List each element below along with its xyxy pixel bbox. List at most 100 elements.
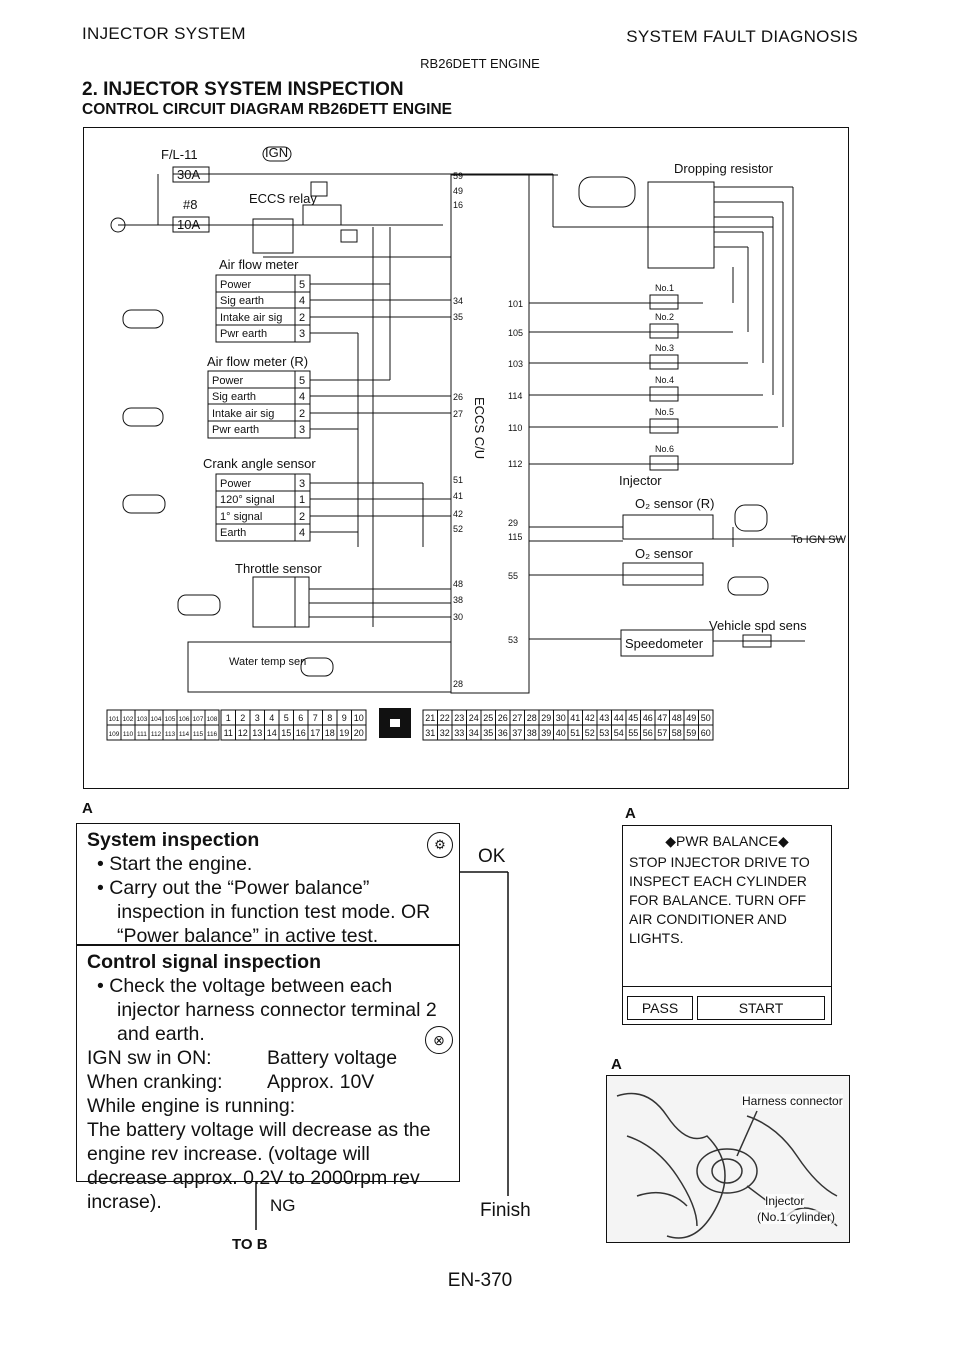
connector-pin: 37 xyxy=(512,728,522,738)
connector-pin: 38 xyxy=(527,728,537,738)
connector-pin: 104 xyxy=(151,716,162,723)
connector-pin: 55 xyxy=(628,728,638,738)
crank-row: 1° signal xyxy=(220,511,262,523)
afm2-pin: 5 xyxy=(299,375,305,387)
ecu-pin: 51 xyxy=(453,475,463,485)
afm2-row: Pwr earth xyxy=(212,424,259,436)
cylinder-label: (No.1 cylinder) xyxy=(757,1210,836,1224)
control-circuit-diagram: F/L-11 IGN 30A #8 10A ECCS relay Air flo… xyxy=(106,145,847,741)
connector-pin: 34 xyxy=(469,728,479,738)
connector-cell xyxy=(204,724,220,741)
fl-label: F/L-11 xyxy=(161,147,198,162)
ecu-pin: 52 xyxy=(453,524,463,534)
ecu-pin: 42 xyxy=(453,509,463,519)
connector-pin: 33 xyxy=(454,728,464,738)
connector-pin: 103 xyxy=(137,716,148,723)
connector-pin: 111 xyxy=(137,731,147,738)
connector-pin: 3 xyxy=(255,713,260,723)
multimeter-icon: ⊗ xyxy=(425,1026,453,1054)
afm2-row: Intake air sig xyxy=(212,408,274,420)
connector-pin: 7 xyxy=(313,713,318,723)
connector-pin: 56 xyxy=(643,728,653,738)
throttle-title: Throttle sensor xyxy=(235,561,322,576)
connector-pin: 52 xyxy=(585,728,595,738)
ecu-pin: 38 xyxy=(453,595,463,605)
pass-button[interactable]: PASS xyxy=(627,996,693,1020)
crank-row: 120° signal xyxy=(220,494,275,506)
connector-cell xyxy=(698,724,714,741)
o2r-label: O₂ sensor (R) xyxy=(635,496,714,511)
injector-no: No.2 xyxy=(655,312,674,322)
label-a: A xyxy=(82,800,93,817)
injector-photo-label: Injector xyxy=(765,1194,805,1208)
injector-no: No.4 xyxy=(655,375,674,385)
afm1-row: Intake air sig xyxy=(220,312,282,324)
header-center: RB26DETT ENGINE xyxy=(420,56,540,71)
connector-pin: 114 xyxy=(179,731,190,738)
connector-pin: 110 xyxy=(123,731,134,738)
connector-pin: 51 xyxy=(570,728,580,738)
start-button[interactable]: START xyxy=(697,996,825,1020)
system-inspection-box: System inspection • Start the engine. • … xyxy=(76,823,460,947)
connector-pin: 2 xyxy=(240,713,245,723)
connector-pin: 42 xyxy=(585,713,595,723)
fuse30-label: 30A xyxy=(177,167,200,182)
pwr-balance-panel: ◆PWR BALANCE◆ STOP INJECTOR DRIVE TO INS… xyxy=(622,825,832,1025)
connector-pin: 35 xyxy=(483,728,493,738)
connector-pin: 58 xyxy=(672,728,682,738)
connector-pin: 23 xyxy=(454,713,464,723)
afm1-pin: 5 xyxy=(299,279,305,291)
connector-pin: 8 xyxy=(327,713,332,723)
connector-pin: 50 xyxy=(701,713,711,723)
ecu-pin: 103 xyxy=(508,359,523,369)
ecu-pin: 59 xyxy=(453,171,463,181)
control-signal-box: Control signal inspection • Check the vo… xyxy=(76,945,460,1213)
harness-connector-label: Harness connector xyxy=(742,1094,843,1108)
ecu-pin: 35 xyxy=(453,312,463,322)
connector-pin: 47 xyxy=(657,713,667,723)
injector-no: No.5 xyxy=(655,407,674,417)
injector-no: No.6 xyxy=(655,444,674,454)
vehicle-spd-label: Vehicle spd sens xyxy=(709,618,807,633)
cranking-value: Approx. 10V xyxy=(267,1071,375,1093)
running-text: The battery voltage will decrease as the… xyxy=(87,1119,431,1213)
diagram-frame xyxy=(83,127,849,789)
control-signal-title: Control signal inspection xyxy=(87,951,322,973)
pwr-text: STOP INJECTOR DRIVE TO INSPECT EACH CYLI… xyxy=(629,854,810,946)
afm1-row: Pwr earth xyxy=(220,328,267,340)
pwr-title: ◆PWR BALANCE◆ xyxy=(665,833,789,849)
afm1-pin: 4 xyxy=(299,295,305,307)
crank-pin: 4 xyxy=(299,527,305,539)
inspection-step: Carry out the “Power balance” inspection… xyxy=(109,877,431,947)
ecu-pin: 29 xyxy=(508,518,518,528)
ecu-pin: 53 xyxy=(508,635,518,645)
connector-pin: 45 xyxy=(628,713,638,723)
ecu-pin: 55 xyxy=(508,571,518,581)
crank-pin: 1 xyxy=(299,494,305,506)
ign-on-value: Battery voltage xyxy=(267,1047,398,1069)
connector-pin: 112 xyxy=(151,731,162,738)
fuse10-label: 10A xyxy=(177,217,200,232)
ecu-pin: 114 xyxy=(508,391,522,401)
injector-no: No.1 xyxy=(655,283,674,293)
ecu-pin: 27 xyxy=(453,409,463,419)
connector-pin: 101 xyxy=(109,716,120,723)
afm2-title: Air flow meter (R) xyxy=(207,354,308,369)
eccs-relay-label: ECCS relay xyxy=(249,191,317,206)
connector-pin: 11 xyxy=(224,728,233,738)
connector-pin: 48 xyxy=(672,713,682,723)
connector-pin: 32 xyxy=(440,728,450,738)
flow-ng: NG xyxy=(270,1196,296,1215)
section-subtitle: CONTROL CIRCUIT DIAGRAM RB26DETT ENGINE xyxy=(82,101,453,118)
ecu-pin: 49 xyxy=(453,186,463,196)
connector-pin: 26 xyxy=(498,713,508,723)
afm1-row: Power xyxy=(220,279,252,291)
connector-pin: 43 xyxy=(599,713,609,723)
connector-pin: 39 xyxy=(541,728,551,738)
ecu-pin: 115 xyxy=(508,532,522,542)
flow-ok: OK xyxy=(478,846,506,867)
connector-pin: 36 xyxy=(498,728,508,738)
eccs-cu-label: ECCS C/U xyxy=(472,397,487,459)
o2-label: O₂ sensor xyxy=(635,546,693,561)
